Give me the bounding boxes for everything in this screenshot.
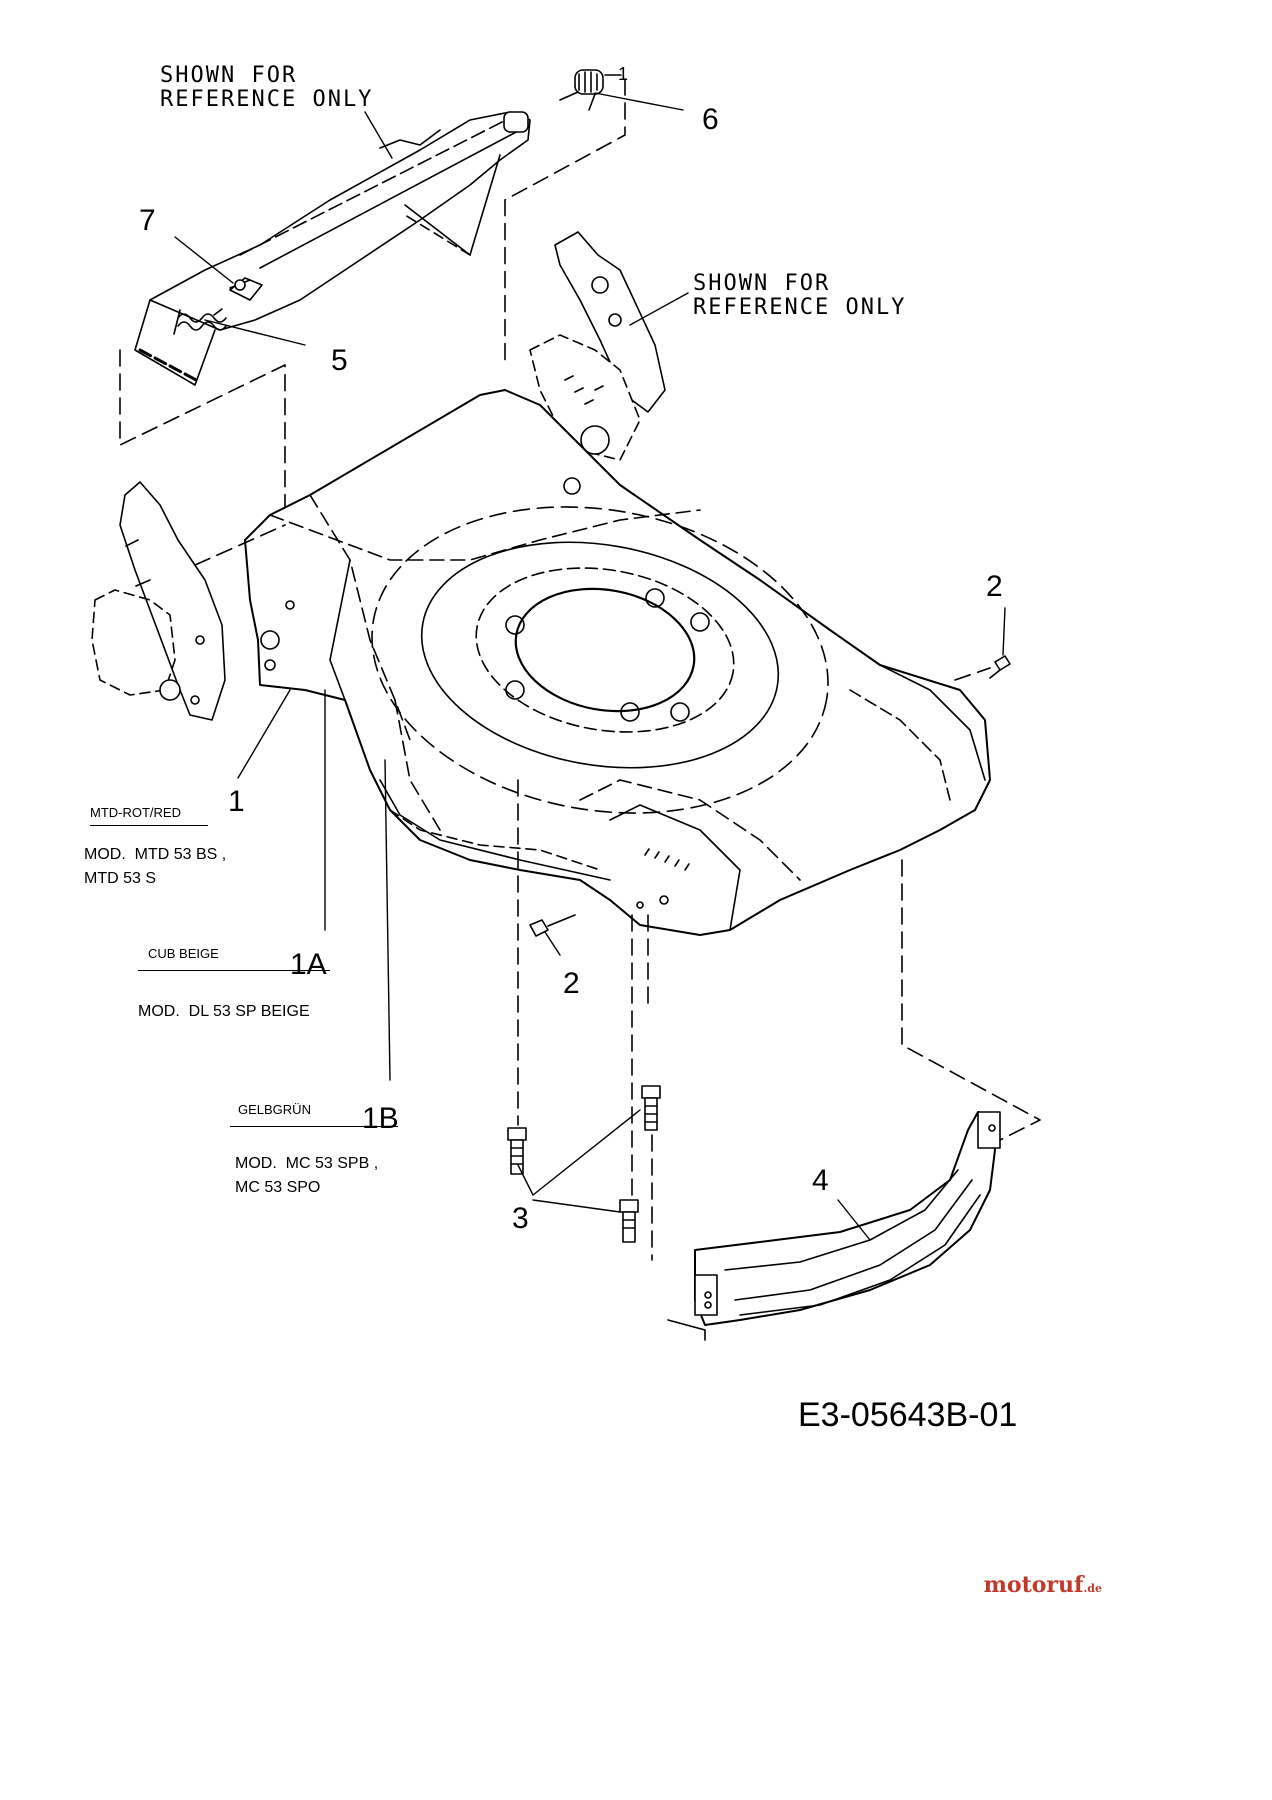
bolt-3-lower xyxy=(619,1199,639,1243)
mower-deck xyxy=(244,389,991,936)
callout-3: 3 xyxy=(512,1202,529,1235)
left-wheel-bracket xyxy=(91,481,226,721)
callout-1a: 1A xyxy=(290,948,327,981)
callout-2-bottom: 2 xyxy=(563,967,580,1000)
spring-small-number: 1 xyxy=(618,64,629,84)
watermark-brand: motoruf xyxy=(983,1572,1084,1598)
screw-2-right xyxy=(989,655,1011,679)
exploded-parts-diagram xyxy=(91,69,1041,1341)
torsion-spring-6 xyxy=(559,69,604,111)
reference-note-top: SHOWN FOR REFERENCE ONLY xyxy=(160,63,374,112)
callout-6: 6 xyxy=(702,103,719,136)
callout-7: 7 xyxy=(139,204,156,237)
watermark-tld: .de xyxy=(1083,1582,1102,1595)
callout-4: 4 xyxy=(812,1164,829,1197)
watermark-logo: motoruf.de xyxy=(984,1572,1102,1598)
bolt-3-left xyxy=(507,1127,527,1175)
callout-5: 5 xyxy=(331,344,348,377)
leader-lines xyxy=(174,92,1006,1241)
variant-models-mc: MOD. MC 53 SPB , MC 53 SPO xyxy=(235,1155,379,1196)
reference-note-right: SHOWN FOR REFERENCE ONLY xyxy=(693,271,907,320)
rear-alignment-lines xyxy=(119,74,626,511)
callout-2-right: 2 xyxy=(986,570,1003,603)
right-wheel-bracket xyxy=(529,231,666,461)
callout-1: 1 xyxy=(228,785,245,818)
variant-color-mtd-red-text: MTD-ROT/RED xyxy=(90,805,181,820)
variant-models-mtd: MOD. MTD 53 BS , MTD 53 S xyxy=(84,846,227,887)
callout-1b: 1B xyxy=(362,1102,399,1135)
screw-2-bottom xyxy=(529,914,576,937)
pin-7 xyxy=(229,279,251,291)
variant-color-gelbgruen: GELBGRÜN xyxy=(238,1102,311,1117)
diagram-code: E3-05643B-01 xyxy=(798,1396,1018,1434)
rear-flap-handle-assembly xyxy=(134,111,531,386)
variant-header-cub-beige: CUB BEIGE 1A xyxy=(138,947,330,980)
torsion-spring-5 xyxy=(173,308,227,335)
discharge-flap-4 xyxy=(667,1111,1001,1341)
variant-color-cub-beige: CUB BEIGE xyxy=(148,946,219,961)
variant-models-cub: MOD. DL 53 SP BEIGE xyxy=(138,1003,310,1020)
variant-color-mtd-red: MTD-ROT/RED xyxy=(90,806,208,826)
assembly-lines xyxy=(194,524,1041,1261)
variant-header-gelbgruen: GELBGRÜN 1B xyxy=(230,1102,399,1134)
bolt-3-middle xyxy=(641,1085,661,1131)
